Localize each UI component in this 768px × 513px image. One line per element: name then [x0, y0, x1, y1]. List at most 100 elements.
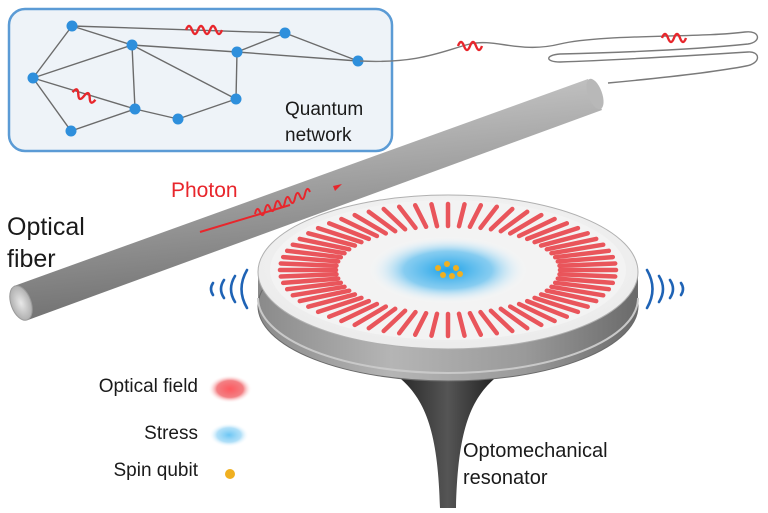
optical-field-streak — [552, 280, 612, 292]
sound-arc-icon — [679, 281, 685, 297]
network-node — [172, 113, 184, 125]
network-node — [230, 93, 242, 105]
spin-qubit — [444, 261, 450, 267]
optical-field-streak — [538, 231, 590, 248]
optical-field-streak — [488, 206, 515, 232]
optical-field-streak — [498, 209, 530, 234]
optical-fiber — [9, 78, 604, 321]
optical-field-streak — [381, 308, 408, 334]
legend-optical-field-label: Optical field — [98, 376, 198, 397]
optical-field-streak — [366, 306, 398, 331]
spin-qubit — [435, 265, 441, 271]
legend-stress-swatch — [209, 423, 249, 447]
optical-field-streak — [507, 212, 544, 236]
optical-field-streak — [412, 203, 429, 230]
optical-field-streak — [396, 309, 418, 336]
spin-qubit — [453, 265, 459, 271]
fiber-tail — [359, 31, 759, 84]
quantum-network-label: Quantum network — [285, 97, 363, 149]
optical-field-streak — [544, 288, 599, 304]
optical-field-streak — [478, 204, 500, 231]
spin-qubit — [449, 273, 455, 279]
network-node — [27, 72, 39, 84]
network-node — [66, 20, 78, 32]
legend-stress-label: Stress — [144, 423, 198, 444]
sound-arc-icon — [668, 278, 675, 300]
optical-field-streak — [306, 292, 358, 309]
network-links — [32, 25, 359, 132]
optical-field-streak — [555, 276, 616, 286]
optical-field-streak — [467, 310, 484, 337]
optical-field-streak — [352, 212, 389, 236]
optical-field-streak — [507, 304, 544, 328]
resonator-disc — [257, 194, 639, 382]
optical-field-streak — [278, 261, 339, 268]
optical-field-streak — [524, 221, 570, 242]
wiggle-wave-icon — [456, 40, 484, 52]
optical-field-streak — [352, 304, 389, 328]
wiggle-wave-icon — [184, 24, 224, 36]
optical-field-streak — [429, 311, 440, 338]
optical-field-streak — [555, 254, 616, 264]
optical-fiber-label-line2: fiber — [7, 245, 56, 273]
wiggle-wave-icon — [71, 88, 97, 104]
spin-qubits — [435, 261, 463, 279]
optical-field-streak — [544, 236, 599, 252]
optical-field-streak — [278, 272, 339, 279]
network-node — [279, 27, 291, 39]
sine-wave-arrow-icon — [254, 188, 311, 216]
optical-field-streak — [290, 242, 347, 256]
resonator-label-line1: Optomechanical — [463, 440, 608, 462]
optical-field-streak — [532, 225, 581, 245]
optical-field-streak — [280, 276, 341, 286]
optical-field-streak — [557, 261, 618, 268]
sound-arc-icon — [209, 281, 215, 297]
sound-arc-icon — [645, 268, 654, 310]
optical-field-streak — [315, 295, 364, 315]
optical-field-streak — [284, 248, 344, 260]
network-node — [352, 55, 364, 67]
spin-qubit — [457, 271, 463, 277]
optical-field-streak — [297, 236, 352, 252]
optical-field-streak — [516, 216, 557, 239]
optical-field-streak — [326, 298, 372, 319]
optical-field-streak — [306, 231, 358, 248]
optical-field-streak — [549, 284, 606, 298]
optical-field-streak — [429, 202, 440, 229]
optical-field-ring — [277, 201, 619, 339]
stress-region — [368, 236, 528, 304]
optical-field-streak — [366, 209, 398, 234]
optical-field-streak — [381, 206, 408, 232]
optical-field-streak — [524, 298, 570, 319]
legend-spin-qubit-label: Spin qubit — [113, 460, 198, 481]
legend — [208, 375, 252, 479]
resonator-label: Optomechanical resonator — [463, 438, 608, 492]
optical-field-streak — [532, 295, 581, 315]
network-nodes — [27, 20, 364, 137]
network-node — [231, 46, 243, 58]
optical-fiber-label: Optical fiber — [7, 211, 85, 275]
resonator-pedestal — [392, 372, 503, 508]
wiggle-wave-icon — [660, 32, 688, 44]
optical-field-streak — [467, 203, 484, 230]
optical-field-streak — [488, 308, 515, 334]
legend-spin-qubit-swatch — [225, 469, 235, 479]
legend-optical-field-swatch — [208, 375, 252, 403]
optical-field-streak — [280, 254, 341, 264]
optical-field-streak — [315, 225, 364, 245]
optical-field-streak — [297, 288, 352, 304]
network-node — [126, 39, 138, 51]
vibration-left — [209, 268, 249, 310]
sound-arc-icon — [657, 274, 665, 304]
optical-fiber-label-line1: Optical — [7, 213, 85, 241]
resonator-label-line2: resonator — [463, 467, 548, 489]
optical-field-streak — [557, 272, 618, 279]
optical-field-streak — [498, 306, 530, 331]
optical-field-streak — [538, 292, 590, 309]
optical-field-streak — [326, 221, 372, 242]
network-node — [129, 103, 141, 115]
vibration-right — [645, 268, 685, 310]
network-node — [65, 125, 77, 137]
optical-field-streak — [456, 202, 467, 229]
